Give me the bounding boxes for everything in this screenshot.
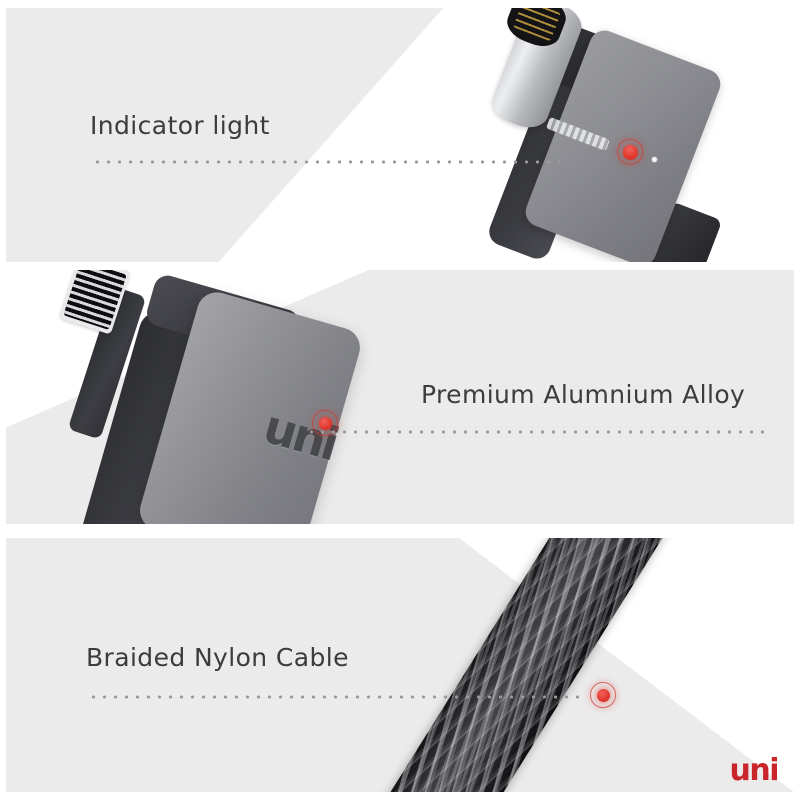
usb-c-pins: [512, 8, 562, 42]
feature-caption: Indicator light: [90, 111, 270, 140]
indicator-led-icon: [590, 682, 616, 708]
feature-panel-premium-alloy: uni Premium Alumnium Alloy: [6, 270, 794, 524]
adapter-alloy-illustration: uni: [36, 270, 436, 524]
led-ring: [312, 410, 338, 436]
feature-panel-braided-cable: Braided Nylon Cable uni: [6, 538, 794, 792]
led-core: [596, 688, 610, 702]
brand-logo-text: uni: [729, 753, 780, 788]
leader-dotted-line: [92, 160, 560, 164]
led-pinhole: [651, 156, 658, 163]
usb-c-adapter-illustration: [458, 8, 788, 262]
leader-dotted-line: [88, 695, 580, 699]
led-ring: [590, 682, 616, 708]
feature-caption: Premium Alumnium Alloy: [421, 380, 746, 409]
indicator-led-icon: [613, 135, 647, 169]
feature-caption: Braided Nylon Cable: [86, 643, 349, 672]
leader-dotted-line: [306, 430, 766, 434]
led-core: [318, 416, 332, 430]
brand-logo-uni: uni: [729, 753, 780, 788]
indicator-led-icon: [312, 410, 338, 436]
feature-panel-indicator-light: Indicator light: [6, 8, 794, 262]
